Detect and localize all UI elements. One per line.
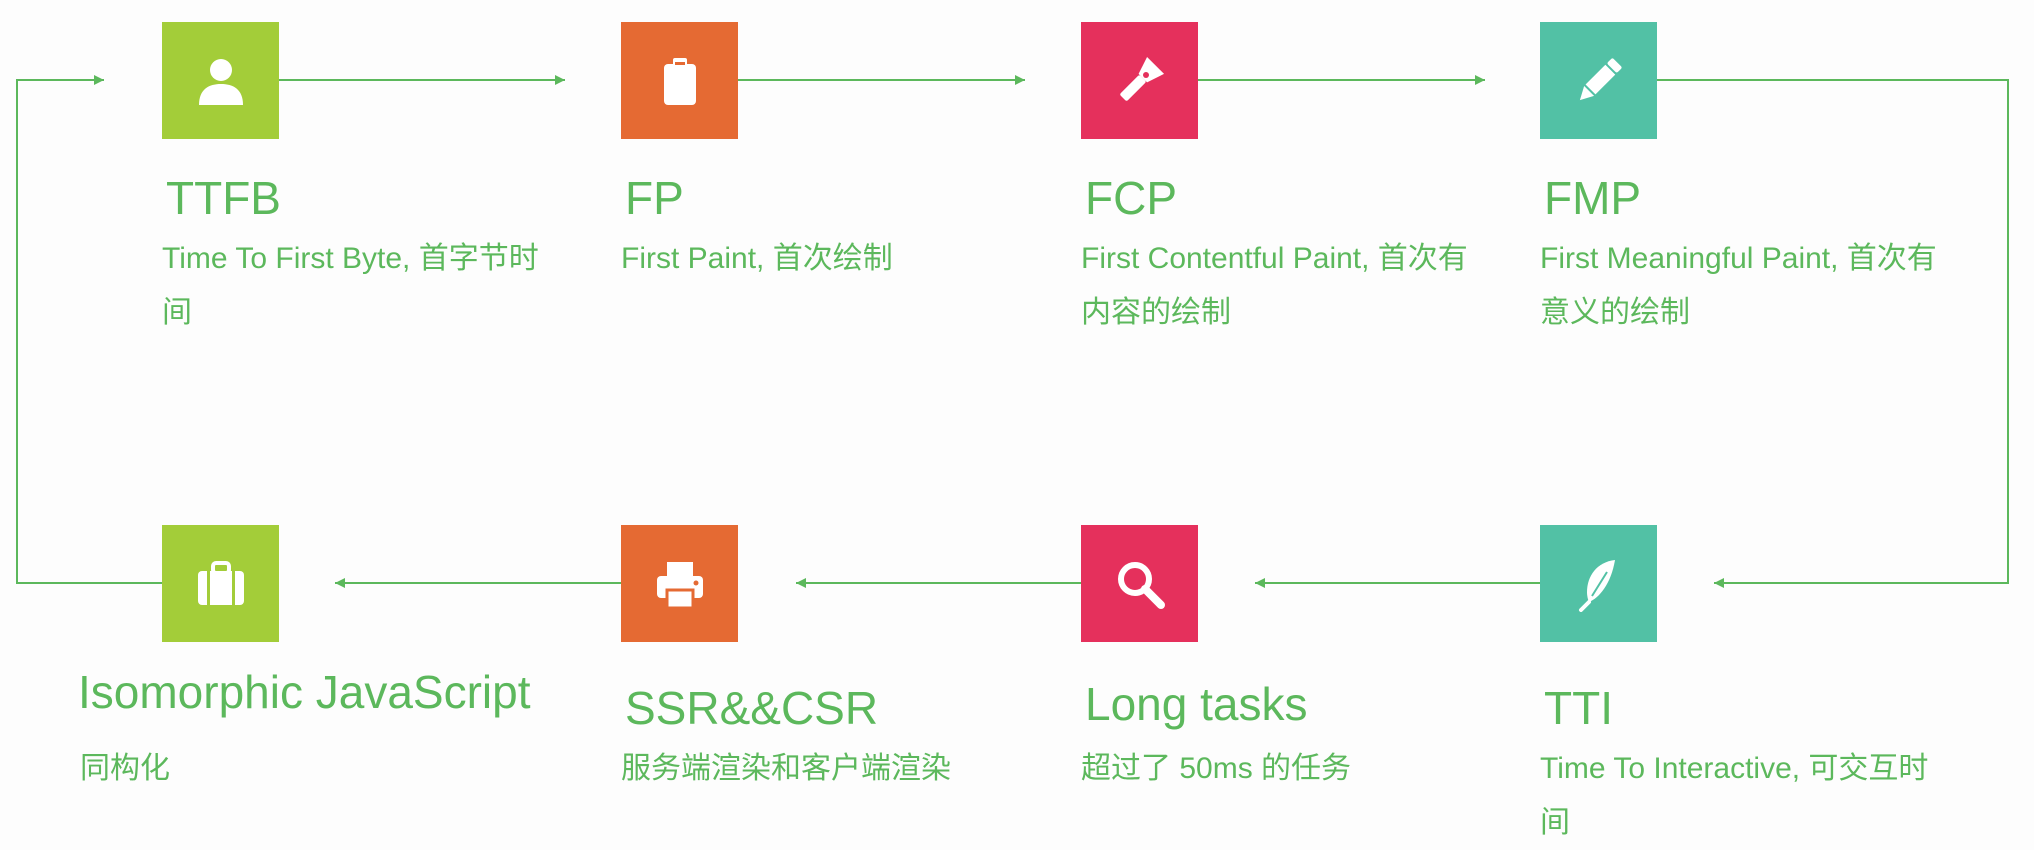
connector-long-tasks-ssr-arrowhead [796,578,806,588]
connector-tti-long-tasks-arrowhead [1255,578,1265,588]
step-description: 同构化 [80,752,170,785]
step-description: First Paint, 首次绘制 [621,242,893,275]
connector-ssr-isomorphic-arrowhead [335,578,345,588]
connector-fp-fcp-arrowhead [1015,75,1025,85]
step-title: TTFB [166,172,281,224]
step-title: FP [625,172,684,224]
step-description: First Meaningful Paint, 首次有意义的绘制 [1540,242,1937,329]
connector-isomorphic-ttfb-arrowhead [94,75,104,85]
search-icon [1112,556,1168,612]
connector-isomorphic-ttfb [16,79,162,584]
connector-fcp-fmp-arrowhead [1475,75,1485,85]
step-description: Time To Interactive, 可交互时间 [1540,752,1929,839]
step-title: SSR&&CSR [625,682,879,734]
step-title: FCP [1085,172,1177,224]
step-isomorphic-js-tile [162,525,279,642]
feather-icon [1571,556,1627,612]
step-description: 服务端渲染和客户端渲染 [621,752,951,785]
step-description: First Contentful Paint, 首次有内容的绘制 [1081,242,1468,329]
pencil-icon [1571,53,1627,109]
connector-fmp-tti-arrowhead [1714,578,1724,588]
step-description: 超过了 50ms 的任务 [1081,752,1352,785]
briefcase-icon [193,556,249,612]
connector-ttfb-fp-arrowhead [555,75,565,85]
step-title: TTI [1544,682,1613,734]
clipboard-icon [652,53,708,109]
printer-icon [652,556,708,612]
user-icon [193,53,249,109]
step-fcp-tile [1081,22,1198,139]
step-title: FMP [1544,172,1642,224]
connector-fmp-tti [1657,79,2009,584]
step-ttfb-tile [162,22,279,139]
step-long-tasks-tile [1081,525,1198,642]
step-title: Isomorphic JavaScript [78,666,531,718]
step-description: Time To First Byte, 首字节时间 [162,242,539,329]
step-fmp-tile [1540,22,1657,139]
step-tti-tile [1540,525,1657,642]
step-fp-tile [621,22,738,139]
step-ssr-csr-tile [621,525,738,642]
flashlight-icon [1112,53,1168,109]
step-title: Long tasks [1085,678,1308,730]
